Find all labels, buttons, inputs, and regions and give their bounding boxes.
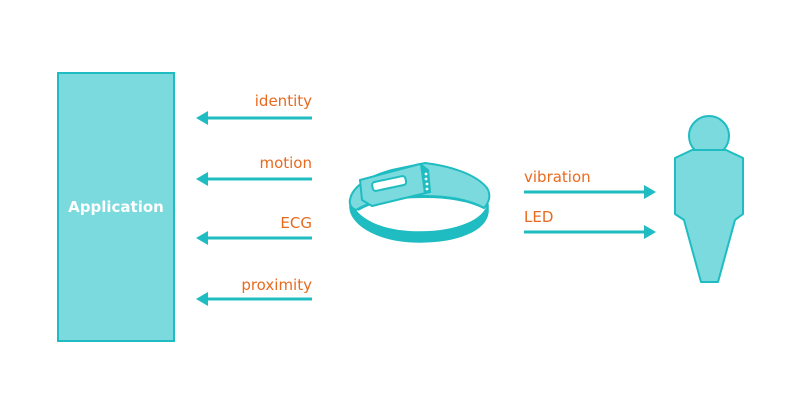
- label-identity: identity: [254, 92, 312, 110]
- label-motion: motion: [259, 154, 312, 172]
- label-ecg: ECG: [280, 214, 312, 232]
- application-label: Application: [68, 198, 164, 216]
- label-led: LED: [524, 208, 554, 226]
- label-vibration: vibration: [524, 168, 591, 186]
- application-box: Application: [57, 72, 175, 342]
- arrow-identity: [196, 111, 312, 125]
- arrow-motion: [196, 172, 312, 186]
- arrow-proximity: [196, 292, 312, 306]
- person-icon: [674, 115, 744, 283]
- arrow-led: [524, 225, 656, 239]
- arrow-ecg: [196, 231, 312, 245]
- label-proximity: proximity: [241, 276, 312, 294]
- arrow-vibration: [524, 185, 656, 199]
- wristband-icon: [348, 161, 491, 243]
